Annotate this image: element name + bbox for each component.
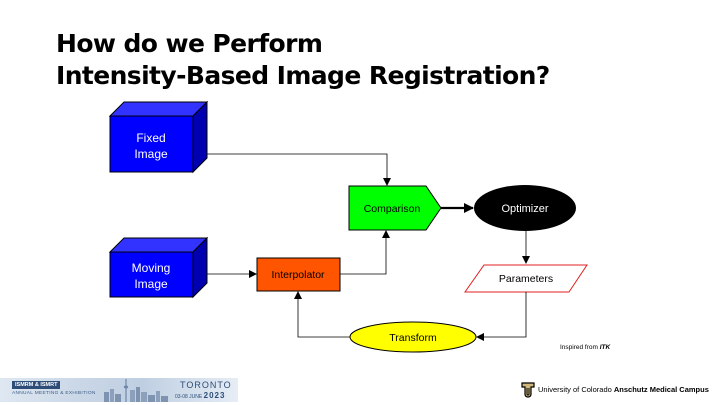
university-logo: University of Colorado Anschutz Medical … (520, 381, 720, 401)
conference-event: ANNUAL MEETING & EXHIBITION (12, 391, 96, 396)
fixed-to-comparison-arrow (207, 153, 391, 186)
conference-org: ISMRM & ISMRT (12, 381, 61, 389)
toronto-skyline-icon (104, 379, 168, 402)
parameters-to-transform-arrow (476, 292, 527, 341)
cu-mark-icon (521, 382, 535, 398)
title-line-1: How do we Perform (56, 29, 323, 58)
comparison-node: Comparison (348, 185, 442, 231)
university-name: University of Colorado Anschutz Medical … (538, 385, 709, 394)
university-campus: Anschutz Medical Campus (613, 385, 709, 394)
credit-source: ITK (599, 344, 611, 351)
slide-title: How do we Perform Intensity-Based Image … (56, 28, 676, 92)
moving-image-label-1: Moving (132, 261, 171, 275)
transform-node: Transform (349, 321, 477, 353)
conference-city: TORONTO (180, 380, 232, 390)
parameters-label: Parameters (499, 273, 553, 285)
credit-note: Inspired from ITK (560, 344, 610, 351)
optimizer-label: Optimizer (501, 203, 548, 215)
comparison-label: Comparison (364, 203, 421, 215)
conference-year: 2023 (203, 391, 226, 400)
fixed-image-cube: Fixed Image (108, 100, 209, 174)
interpolator-to-comparison-arrow (340, 230, 390, 275)
fixed-image-label-1: Fixed (136, 131, 165, 145)
transform-label: Transform (389, 332, 437, 344)
fixed-image-label-2: Image (134, 147, 168, 161)
interpolator-node: Interpolator (256, 257, 341, 292)
moving-image-label-2: Image (134, 277, 168, 291)
credit-prefix: Inspired from (560, 344, 600, 351)
title-line-2: Intensity-Based Image Registration? (56, 61, 550, 90)
interpolator-label: Interpolator (271, 269, 325, 281)
conference-dates-prefix: 03-08 JUNE (175, 394, 204, 400)
conference-dates: 03-08 JUNE 2023 (175, 391, 225, 400)
conference-banner: ISMRM & ISMRT ANNUAL MEETING & EXHIBITIO… (0, 378, 238, 402)
parameters-node: Parameters (464, 264, 588, 293)
university-prefix: University of Colorado (538, 385, 614, 394)
transform-to-interpolator-arrow (294, 291, 350, 338)
optimizer-node: Optimizer (474, 185, 576, 231)
moving-image-cube: Moving Image (108, 236, 209, 299)
